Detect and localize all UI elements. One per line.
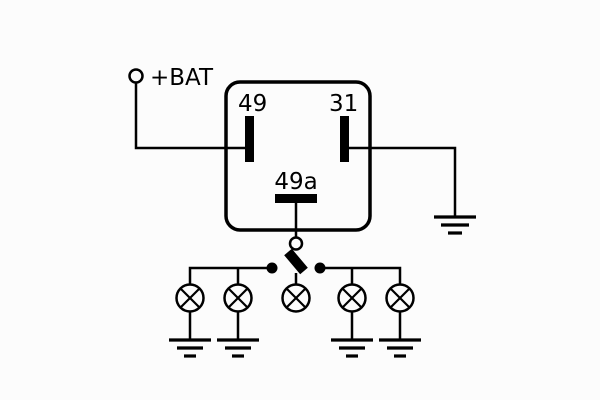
relay-box: [224, 80, 372, 232]
wire-battery-to-49: [134, 82, 249, 150]
lamp-right-outer-icon: [385, 283, 415, 313]
terminal-49a-pin: [275, 194, 317, 203]
ground-symbol-lamp1: [169, 338, 211, 358]
terminal-49-label: 49: [238, 91, 267, 117]
pilot-lamp-icon: [281, 283, 311, 313]
switch-input-circle: [288, 236, 304, 251]
switch-wiper: [284, 248, 308, 275]
wire-31-to-ground: [344, 146, 457, 217]
wire-left-branch: [188, 266, 272, 285]
ground-symbol-lamp4: [331, 338, 373, 358]
terminal-49-pin: [245, 116, 254, 162]
ground-symbol-lamp2: [217, 338, 259, 358]
battery-terminal-circle: [128, 68, 144, 84]
lamp-right-inner-icon: [337, 283, 367, 313]
wire-right-branch: [320, 266, 402, 285]
terminal-49a-label: 49a: [274, 169, 317, 195]
terminal-31-pin: [340, 116, 349, 162]
terminal-31-label: 31: [329, 91, 358, 117]
battery-label: +BAT: [150, 65, 214, 91]
ground-symbol-lamp5: [379, 338, 421, 358]
lamp-left-inner-icon: [223, 283, 253, 313]
lamp-left-outer-icon: [175, 283, 205, 313]
ground-symbol-right: [434, 215, 476, 235]
